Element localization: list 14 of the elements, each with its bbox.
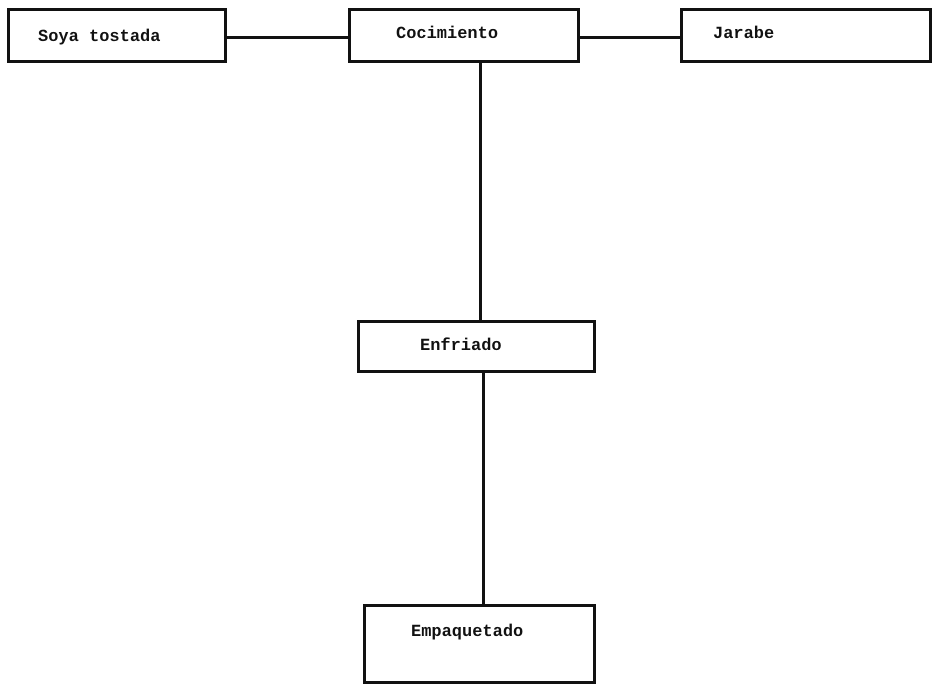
- process-box: [348, 8, 580, 63]
- process-box: [680, 8, 932, 63]
- connector-line: [227, 36, 348, 39]
- process-box: [363, 604, 596, 684]
- connector-line: [479, 63, 482, 320]
- step-label: Soya tostada: [38, 28, 160, 47]
- step-label: Empaquetado: [411, 623, 524, 642]
- process-box: [7, 8, 227, 63]
- connector-line: [482, 373, 485, 604]
- step-label: Enfriado: [420, 337, 502, 356]
- step-label: Cocimiento: [396, 25, 498, 44]
- process-box: [357, 320, 596, 373]
- connector-line: [580, 36, 680, 39]
- step-label: Jarabe: [713, 25, 774, 44]
